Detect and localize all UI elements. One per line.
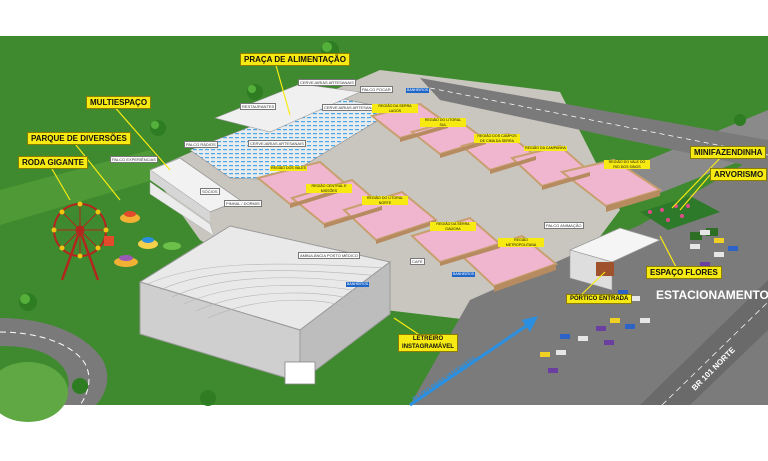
label-parque-diversoes: PARQUE DE DIVERSÕES <box>27 132 131 145</box>
road-top <box>420 78 768 170</box>
flower-space <box>640 196 720 230</box>
label-region-10: REGIÃO METROPOLITANA <box>498 238 544 247</box>
label-palco-pocar: PALCO POCAR <box>360 86 393 93</box>
highway <box>640 280 768 405</box>
label-region-9: REGIÃO DA SERRA GAÚCHA <box>430 222 476 231</box>
label-roda-gigante: RODA GIGANTE <box>18 156 88 169</box>
label-portico-entrada: PÓRTICO ENTRADA <box>566 294 633 304</box>
parked-cars <box>540 230 738 373</box>
portico <box>596 262 614 276</box>
label-letreiro: LETREIRO INSTAGRAMÁVEL <box>398 334 458 352</box>
label-multiespaco: MULTIESPAÇO <box>86 96 152 109</box>
label-banheiros-1: BANHEIROS <box>406 88 430 93</box>
label-cervejarias-1: CERVEJARIAS ARTESANAIS <box>298 79 356 86</box>
label-banheiros-3: BANHEIROS <box>346 282 370 287</box>
label-arvorismo: ARVORISMO <box>710 168 768 181</box>
roundabout <box>0 362 68 422</box>
amusement-rides <box>104 211 181 267</box>
label-region-7: REGIÃO CENTRAL E MISSÕES <box>306 184 352 193</box>
label-region-3: REGIÃO DOS CAMPOS DE CIMA DA SERRA <box>474 134 520 143</box>
label-estacionamento: ESTACIONAMENTO <box>656 288 768 302</box>
label-minifazendinha: MINIFAZENDINHA <box>690 146 767 159</box>
label-espaco-flores: ESPAÇO FLORES <box>646 266 722 279</box>
label-region-6: REGIÃO DOS VALES <box>270 166 308 171</box>
label-cervejarias-3: CERVEJARIAS ARTESANAIS <box>248 140 306 147</box>
label-region-8: REGIÃO DO LITORAL NORTE <box>362 196 408 205</box>
label-region-5: REGIÃO DO VALE DO RIO DOS SINOS <box>604 160 650 169</box>
visitor-flow-arrow <box>409 316 538 407</box>
label-cafe: CAFÉ <box>410 258 425 265</box>
label-palco-radios: PALCO RÁDIOS <box>184 141 218 148</box>
label-restaurantes: RESTAURANTES <box>240 103 277 110</box>
label-pinhal: PINHAL / DORMIS <box>224 200 262 207</box>
label-palco-animacao: PALCO ANIMAÇÃO <box>544 222 584 229</box>
label-banheiros-2: BANHEIROS <box>452 272 476 277</box>
label-ambulancia: AMBULÂNCIA POSTO MÉDICO <box>298 252 360 259</box>
label-praca-alimentacao: PRAÇA DE ALIMENTAÇÃO <box>240 53 350 66</box>
label-palco-experiencias: PALCO EXPERIÊNCIAS <box>110 156 158 163</box>
label-region-1: REGIÃO DA SERRA LAGOS <box>372 104 418 113</box>
label-socios: SÓCIOS <box>200 188 220 195</box>
label-region-2: REGIÃO DO LITORAL SUL <box>420 118 466 127</box>
label-region-4: REGIÃO DA CAMPANHA <box>524 146 567 151</box>
